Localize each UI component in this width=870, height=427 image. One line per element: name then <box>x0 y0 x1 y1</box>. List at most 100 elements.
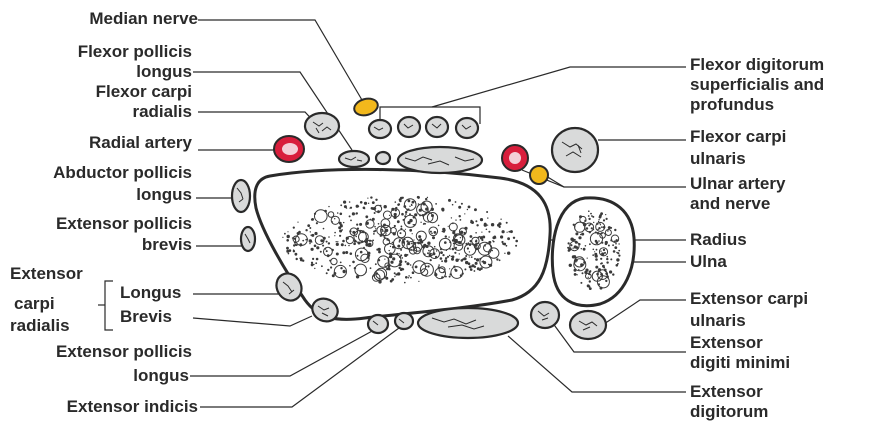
bone-texture-dot <box>598 240 600 242</box>
ecr-bracket <box>105 281 113 330</box>
leader-ecr-brevis <box>193 316 312 326</box>
bone-texture-dot <box>342 240 345 243</box>
bone-texture-dot <box>476 258 479 261</box>
bone-texture-dot <box>442 254 444 256</box>
bone-texture-dot <box>311 248 314 251</box>
bone-texture-dot <box>482 236 485 239</box>
bone-texture-dot <box>336 243 339 246</box>
bone-texture-dot <box>575 232 578 235</box>
label-fds-line1: Flexor digitorum <box>690 55 824 75</box>
bone-texture-dot <box>376 249 378 251</box>
bone-texture-dot <box>349 215 351 217</box>
small-flexor-tendon <box>376 152 390 164</box>
bone-texture-dot <box>455 259 458 262</box>
bone-texture-dot <box>591 227 593 229</box>
bone-texture-dot <box>411 204 412 205</box>
bone-texture-dot <box>381 229 383 231</box>
bone-texture-dot <box>420 222 421 223</box>
ulna-outline <box>552 198 634 306</box>
bone-texture-dot <box>309 239 312 242</box>
bone-texture-dot <box>507 232 508 233</box>
bone-texture-dot <box>427 252 429 254</box>
bone-texture-dot <box>435 203 437 205</box>
bone-texture-dot <box>474 258 476 260</box>
bone-texture-dot <box>295 253 298 256</box>
bone-texture-dot <box>459 259 460 260</box>
bone-texture-dot <box>507 237 510 240</box>
bone-texture-dot <box>487 217 488 218</box>
bone-texture-dot <box>600 251 601 252</box>
bone-texture-dot <box>413 239 414 240</box>
label-edm-line1: Extensor <box>690 333 763 353</box>
bone-texture-dot <box>302 240 304 242</box>
bone-texture-dot <box>486 211 488 213</box>
bone-texture-dot <box>497 224 500 227</box>
bone-texture-dot <box>500 235 503 238</box>
radial-artery-lumen <box>282 143 298 155</box>
bone-texture-dot <box>607 256 609 258</box>
bone-texture-dot <box>616 239 617 240</box>
bone-texture-dot <box>460 219 462 221</box>
bone-texture-dot <box>344 205 347 208</box>
bone-texture-dot <box>408 275 410 277</box>
bone-texture-dot <box>316 258 319 261</box>
bone-texture-dot <box>615 243 617 245</box>
bone-texture-dot <box>321 265 323 267</box>
bone-texture-dot <box>340 224 343 227</box>
leader-fcr <box>198 112 318 126</box>
bone-texture-dot <box>411 243 413 245</box>
bone-texture-dot <box>309 227 311 229</box>
bone-texture-dot <box>454 252 456 254</box>
label-ecu-line1: Extensor carpi <box>690 289 808 309</box>
bone-texture-dot <box>609 270 612 273</box>
bone-texture-dot <box>412 201 415 204</box>
bone-texture-dot <box>337 212 339 214</box>
leader-ulnar-b <box>546 176 564 187</box>
bone-texture-dot <box>583 248 586 251</box>
bone-texture-dot <box>586 227 588 229</box>
bone-texture-dot <box>390 280 393 283</box>
bone-texture-dot <box>364 202 367 205</box>
bone-texture-dot <box>468 262 471 265</box>
bone-texture-dot <box>412 233 413 234</box>
bone-texture-dot <box>399 239 401 241</box>
bone-texture-dot <box>343 201 346 204</box>
label-fds-line3: profundus <box>690 95 774 115</box>
bone-texture-dot <box>503 243 506 246</box>
bone-texture-dot <box>595 240 598 243</box>
bone-texture-dot <box>368 243 371 246</box>
label-ecr-longus: Longus <box>120 283 181 303</box>
bone-texture-dot <box>390 246 391 247</box>
bone-texture-dot <box>410 277 412 279</box>
bone-texture-dot <box>300 259 303 262</box>
bone-texture-dot <box>397 220 400 223</box>
bone-texture-dot <box>367 198 368 199</box>
bone-texture-dot <box>603 219 605 221</box>
ext-indicis-tendon <box>395 313 413 329</box>
bone-texture-dot <box>330 266 332 268</box>
bone-texture-dot <box>589 270 591 272</box>
bone-texture-dot <box>458 206 461 209</box>
bone-texture-dot <box>513 237 515 239</box>
bone-texture-dot <box>399 241 401 243</box>
bone-texture-dot <box>363 207 366 210</box>
bone-texture-dot <box>461 203 463 205</box>
bone-texture-dot <box>431 233 433 235</box>
bone-texture-dot <box>352 261 355 264</box>
bone-texture-dot <box>327 269 329 271</box>
bone-texture-dot <box>605 214 606 215</box>
bone-texture-dot <box>337 241 338 242</box>
bone-texture-dot <box>448 236 449 237</box>
bone-texture-dot <box>394 213 397 216</box>
bone-texture-dot <box>349 201 351 203</box>
median-nerve <box>352 96 379 118</box>
bone-texture-dot <box>605 243 607 245</box>
bone-texture-dot <box>465 255 467 257</box>
bone-texture-dot <box>614 246 617 249</box>
label-apl-line2: longus <box>136 185 192 205</box>
bone-texture-dot <box>314 268 315 269</box>
bone-texture-dot <box>427 197 428 198</box>
bone-texture-dot <box>594 251 595 252</box>
bone-texture-dot <box>434 231 437 234</box>
bone-texture-dot <box>334 235 335 236</box>
